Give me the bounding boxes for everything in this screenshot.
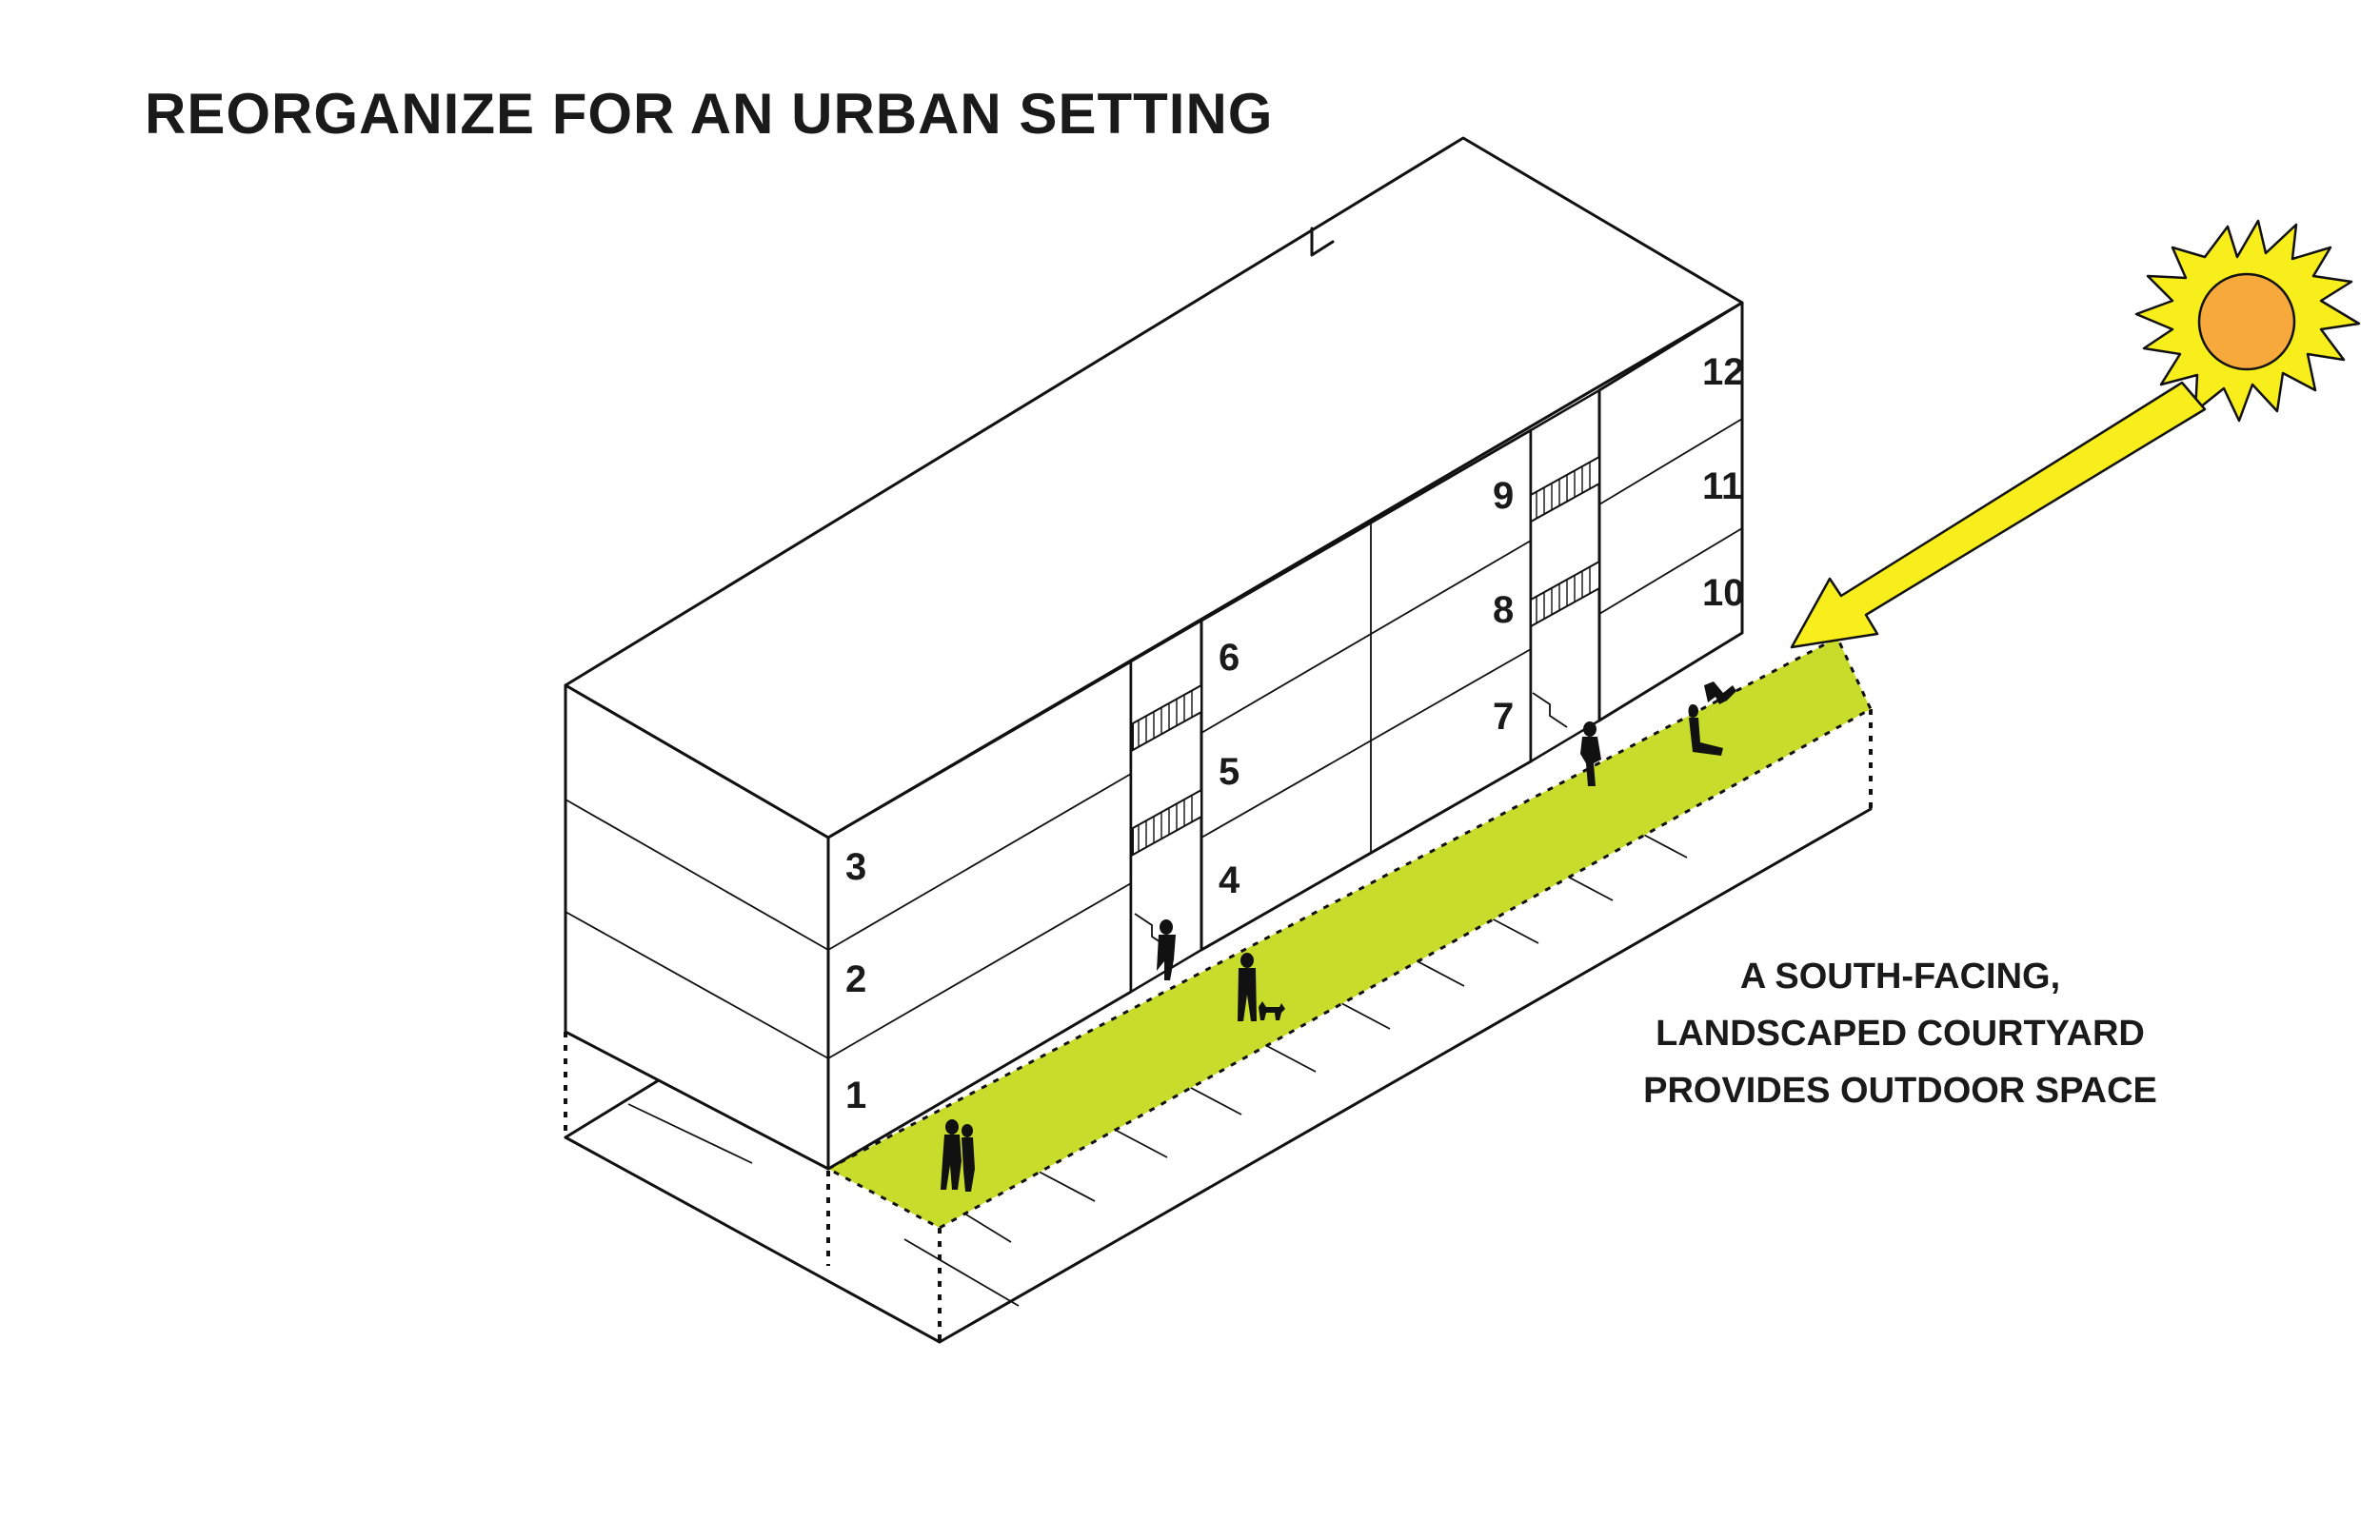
building xyxy=(564,136,1744,1171)
unit-label-11: 11 xyxy=(1702,465,1742,507)
unit-label-3: 3 xyxy=(845,846,866,888)
unit-label-6: 6 xyxy=(1219,637,1240,679)
dog-icon xyxy=(1259,1001,1285,1020)
person-icon xyxy=(941,1119,975,1192)
unit-label-5: 5 xyxy=(1219,751,1240,793)
courtyard xyxy=(824,635,1873,1230)
person-icon xyxy=(1580,721,1601,786)
dog-icon xyxy=(1704,681,1736,704)
people xyxy=(941,681,1736,1192)
sun-icon xyxy=(2134,219,2361,423)
caption: A SOUTH-FACING, LANDSCAPED COURTYARD PRO… xyxy=(1643,957,2157,1111)
unit-labels: 1 2 3 4 5 6 7 8 9 10 11 12 xyxy=(845,351,1745,1116)
unit-label-12: 12 xyxy=(1702,351,1745,393)
unit-label-2: 2 xyxy=(845,958,866,1000)
unit-label-7: 7 xyxy=(1493,696,1514,738)
facade-segment-c xyxy=(1597,301,1744,722)
caption-line-3: PROVIDES OUTDOOR SPACE xyxy=(1643,1071,2157,1111)
unit-label-10: 10 xyxy=(1702,572,1745,614)
diagram-title: REORGANIZE FOR AN URBAN SETTING xyxy=(145,82,1273,146)
caption-line-2: LANDSCAPED COURTYARD xyxy=(1656,1014,2145,1054)
caption-line-1: A SOUTH-FACING, xyxy=(1740,957,2060,997)
stair-icon xyxy=(1132,456,1600,949)
unit-label-9: 9 xyxy=(1493,475,1514,517)
unit-label-8: 8 xyxy=(1493,589,1514,631)
person-icon xyxy=(1238,953,1257,1021)
unit-label-1: 1 xyxy=(845,1075,866,1116)
unit-label-4: 4 xyxy=(1219,859,1240,901)
person-icon xyxy=(1688,704,1723,756)
person-icon xyxy=(1157,919,1176,980)
arrow-icon xyxy=(1790,381,2207,649)
